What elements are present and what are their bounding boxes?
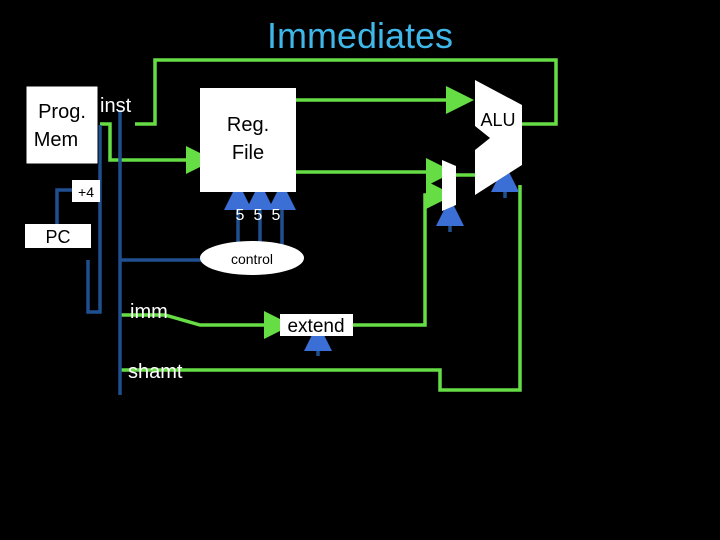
prog-mem-block: Prog. Mem: [25, 85, 99, 165]
plus4-adder: +4: [72, 180, 100, 202]
prog-mem-label-1: Prog.: [38, 101, 86, 123]
plus4-label: +4: [78, 184, 94, 200]
shamt-label: shamt: [128, 361, 183, 383]
page-title: Immediates: [267, 15, 453, 56]
alu-input-mux: [442, 160, 456, 211]
control-wires: [55, 110, 519, 395]
rd-width-label: 5: [272, 207, 281, 224]
inst-label: inst: [100, 95, 132, 117]
datapath-wires: [100, 58, 558, 392]
alu-label: ALU: [480, 110, 515, 130]
pc-loop-wire: [86, 125, 102, 314]
reg-file-label-2: File: [232, 142, 264, 164]
control-label: control: [231, 251, 273, 267]
imm-label: imm: [130, 301, 168, 323]
imm-to-extend-wire: [120, 311, 292, 339]
reg-file-label-1: Reg.: [227, 114, 269, 136]
reg-file-block: Reg. File: [200, 88, 296, 192]
extend-block: extend: [280, 314, 353, 337]
rs-width-label: 5: [236, 207, 245, 224]
pc-register: PC: [25, 224, 91, 248]
prog-mem-label-2: Mem: [34, 129, 78, 151]
extend-to-mux-wire: [353, 181, 454, 327]
inst-to-regfile-wire: [100, 122, 214, 174]
writeback-wire: [135, 58, 558, 126]
pc-label: PC: [45, 227, 70, 247]
control-unit: control: [200, 241, 304, 275]
shamt-wire: [120, 185, 522, 392]
extend-label: extend: [287, 316, 344, 337]
rt-width-label: 5: [254, 207, 263, 224]
alu-block: ALU: [475, 80, 522, 195]
pc-to-plus4-wire: [55, 188, 72, 235]
